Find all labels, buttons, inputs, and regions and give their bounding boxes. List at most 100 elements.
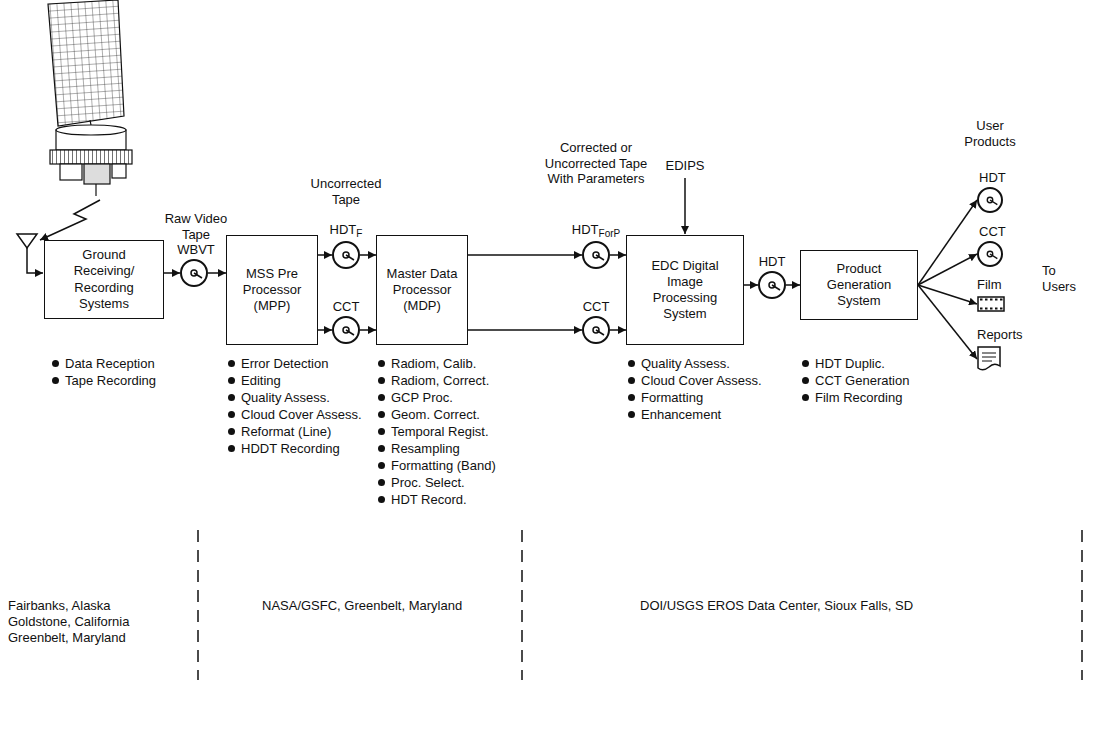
report-icon: Reports — [977, 346, 1001, 372]
tape-name: HDT — [572, 222, 599, 237]
connector-arrow — [786, 284, 800, 286]
flow-label: To Users — [1042, 263, 1086, 294]
tape-reel: HDTForP — [582, 241, 610, 269]
tape-reel: Raw Video Tape WBVT — [180, 259, 208, 287]
tape-label: CCT — [333, 299, 360, 315]
process-step: Quality Assess. — [626, 356, 730, 372]
reel-hub — [334, 318, 358, 342]
tape-name: ForP — [599, 228, 621, 239]
process-step: Formatting (Band) — [376, 458, 496, 474]
process-step: Tape Recording — [50, 373, 156, 389]
site-label: Goldstone, California — [8, 614, 129, 630]
satellite-illustration — [48, 0, 132, 196]
tape-reel: HDT — [758, 271, 786, 299]
connector-arrow — [918, 200, 977, 285]
connector-arrow — [918, 254, 977, 285]
site-label: Greenbelt, Maryland — [8, 630, 126, 646]
connector-arrow — [318, 329, 332, 331]
tape-reel: HDTF — [332, 241, 360, 269]
tape-label: HDTF — [330, 222, 363, 240]
tape-label: Reports — [977, 327, 1023, 343]
process-step: CCT Generation — [800, 373, 909, 389]
process-step: Radiom, Correct. — [376, 373, 489, 389]
flow-label: Uncorrected Tape — [301, 176, 391, 207]
flow-label: Corrected or Uncorrected Tape With Param… — [538, 140, 654, 187]
process-step: Film Recording — [800, 390, 902, 406]
site-label: Fairbanks, Alaska — [8, 598, 111, 614]
process-step: Radiom, Calib. — [376, 356, 476, 372]
reel-hub — [979, 243, 1001, 265]
process-step: HDT Duplic. — [800, 356, 885, 372]
connector-arrow — [744, 284, 758, 286]
process-step: Temporal Regist. — [376, 424, 489, 440]
connector-arrow — [610, 329, 626, 331]
box-text: MSS Pre Processor (MPP) — [233, 266, 311, 315]
reel-hub — [182, 261, 206, 285]
process-step: Resampling — [376, 441, 460, 457]
flow-label: User Products — [955, 118, 1025, 149]
connector-arrow — [918, 285, 977, 359]
tape-name: Raw Video Tape WBVT — [165, 211, 228, 257]
connector-arrow — [918, 285, 977, 304]
site-divider — [198, 530, 1082, 680]
process-box: Master Data Processor (MDP) — [376, 235, 468, 345]
film-icon: Film — [977, 296, 1005, 312]
tape-name: CCT — [333, 299, 360, 314]
tape-name: HDT — [979, 170, 1006, 185]
process-box: MSS Pre Processor (MPP) — [226, 235, 318, 345]
radio-link — [40, 200, 100, 240]
tape-reel: CCT — [582, 316, 610, 344]
process-step: GCP Proc. — [376, 390, 453, 406]
tape-name: Reports — [977, 327, 1023, 342]
process-step: Quality Assess. — [226, 390, 330, 406]
process-box: EDC Digital Image Processing System — [626, 235, 744, 345]
tape-label: HDT — [759, 254, 786, 270]
process-step: Reformat (Line) — [226, 424, 331, 440]
process-step: HDT Record. — [376, 492, 467, 508]
process-step: Geom. Correct. — [376, 407, 480, 423]
reel-hub — [584, 243, 608, 267]
process-box: Product Generation System — [800, 250, 918, 320]
edips-arrow — [684, 178, 686, 234]
tape-reel: CCT — [332, 316, 360, 344]
connector-arrow — [610, 254, 626, 256]
connector-arrow — [208, 272, 226, 274]
tape-reel: CCT — [977, 241, 1003, 267]
process-box: Ground Receiving/ Recording Systems — [44, 240, 164, 319]
process-step: Proc. Select. — [376, 475, 465, 491]
site-label: NASA/GSFC, Greenbelt, Maryland — [262, 598, 462, 614]
site-label: DOI/USGS EROS Data Center, Sioux Falls, … — [640, 598, 913, 614]
process-step: Cloud Cover Assess. — [226, 407, 362, 423]
tape-name: CCT — [583, 299, 610, 314]
tape-label: HDTForP — [572, 222, 620, 240]
connector-arrow — [360, 254, 376, 256]
reel-hub — [334, 243, 358, 267]
reel-hub — [584, 318, 608, 342]
antenna-symbol — [17, 234, 43, 273]
tape-name: HDT — [330, 222, 357, 237]
connector-arrow — [468, 254, 582, 256]
connector-arrow — [164, 272, 180, 274]
box-text: Ground Receiving/ Recording Systems — [51, 247, 157, 312]
process-step: Data Reception — [50, 356, 155, 372]
reel-hub — [760, 273, 784, 297]
tape-label: HDT — [979, 170, 1006, 186]
connector-arrow — [468, 329, 582, 331]
process-step: Cloud Cover Assess. — [626, 373, 762, 389]
box-text: Master Data Processor (MDP) — [383, 266, 461, 315]
box-text: EDC Digital Image Processing System — [633, 258, 737, 323]
connector-arrow — [318, 254, 332, 256]
tape-label: CCT — [979, 224, 1006, 240]
tape-label: Film — [977, 277, 1002, 293]
tape-reel: HDT — [977, 187, 1003, 213]
tape-name: CCT — [979, 224, 1006, 239]
process-step: Enhancement — [626, 407, 721, 423]
process-step: Editing — [226, 373, 281, 389]
process-step: Formatting — [626, 390, 703, 406]
tape-name: Film — [977, 277, 1002, 292]
film-strip — [977, 296, 1005, 312]
box-text: Product Generation System — [807, 261, 911, 310]
tape-label: Raw Video Tape WBVT — [164, 211, 228, 258]
tape-label: CCT — [583, 299, 610, 315]
